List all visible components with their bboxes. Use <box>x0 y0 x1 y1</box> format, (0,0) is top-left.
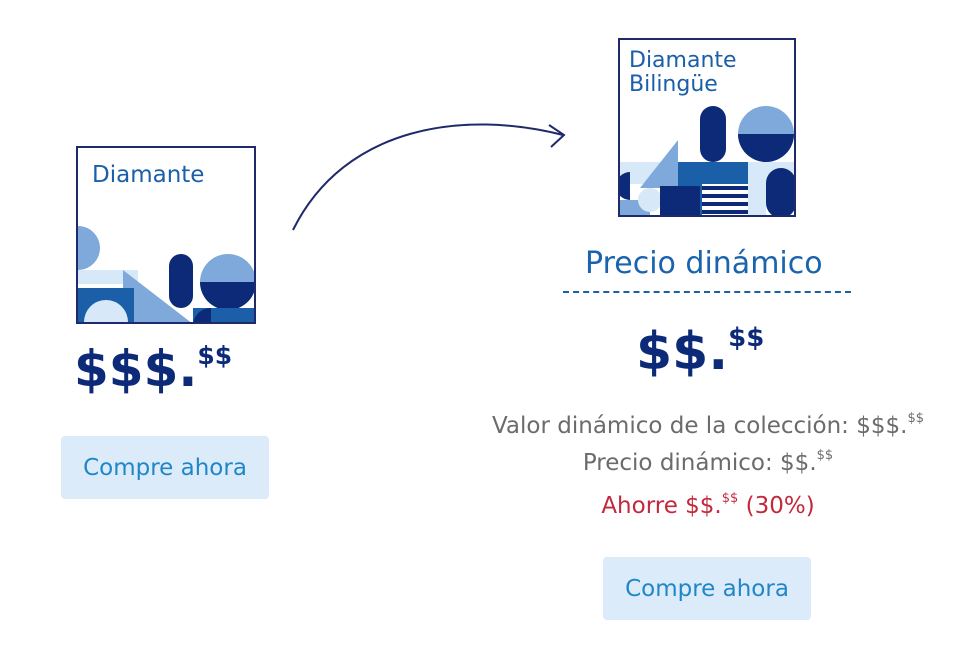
right-price-cents: $$ <box>728 323 765 354</box>
collection-value-text: Valor dinámico de la colección: $$$. <box>491 413 908 439</box>
left-price-cents: $$ <box>197 341 233 371</box>
dynamic-price-cents: $$ <box>816 448 834 463</box>
savings-text: Ahorre $$. <box>601 493 722 519</box>
geometric-artwork <box>620 106 794 215</box>
product-title-line1: Diamante <box>629 48 737 73</box>
product-image-diamante-bilingue: Diamante Bilingüe <box>618 38 796 217</box>
dynamic-price-heading: Precio dinámico <box>585 246 823 281</box>
geometric-artwork <box>78 226 254 322</box>
transition-arrow-icon <box>292 123 566 231</box>
product-title: Diamante <box>92 162 205 188</box>
right-price-main: $$. <box>636 322 729 382</box>
right-buy-button[interactable]: Compre ahora <box>603 557 811 620</box>
product-image-diamante: Diamante <box>76 146 256 324</box>
dashed-divider <box>563 291 851 293</box>
savings-percent: (30%) <box>738 493 815 519</box>
collection-value-line: Valor dinámico de la colección: $$$.$$ <box>480 411 936 439</box>
product-title-line2: Bilingüe <box>629 72 718 97</box>
savings-cents: $$ <box>721 491 739 506</box>
dynamic-price-line: Precio dinámico: $$.$$ <box>480 448 936 476</box>
dynamic-price-text: Precio dinámico: $$. <box>582 450 817 476</box>
savings-line: Ahorre $$.$$ (30%) <box>480 491 936 519</box>
left-price-main: $$$. <box>74 340 198 398</box>
left-buy-button[interactable]: Compre ahora <box>61 436 269 499</box>
left-price: $$$.$$ <box>74 340 232 398</box>
right-price: $$.$$ <box>636 322 764 382</box>
collection-value-cents: $$ <box>907 411 925 426</box>
